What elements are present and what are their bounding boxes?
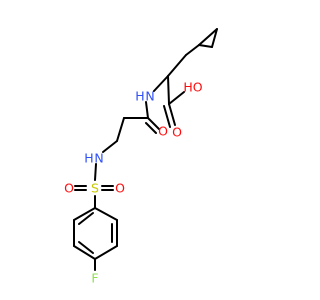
bond-cp-3 — [198, 44, 213, 48]
bond-alpha-n — [153, 75, 169, 92]
atom-label-n-sulfonamide: N — [94, 151, 103, 166]
atom-label-o-sulfonyl-left: O — [64, 181, 74, 196]
bond-ring-1 — [94, 207, 118, 221]
bond-n-carbonyl — [145, 101, 149, 119]
bond-alpha-cooh — [167, 75, 170, 105]
bond-ring-inner-2 — [78, 241, 94, 254]
canvas-background — [0, 0, 300, 300]
bond-alpha-ch2 — [167, 54, 187, 77]
bond-cp-1 — [198, 28, 218, 46]
atom-label-s: S — [91, 181, 99, 196]
bond-amide-o-double-b — [145, 122, 157, 134]
atom-label-o-acid: O — [172, 125, 182, 140]
atom-label-f: F — [91, 271, 98, 286]
bond-c-oh — [168, 91, 185, 105]
bond-ch2-n — [102, 140, 118, 153]
atom-labels: HO O H N O H N S O O F — [64, 80, 203, 286]
bond-n-s — [94, 163, 97, 181]
bond-ring-4 — [73, 245, 96, 260]
bond-cp-2 — [211, 28, 218, 48]
bond-c-o-double-a — [168, 103, 176, 126]
bond-amide-o-double-a — [147, 117, 160, 130]
atom-label-n-amide: N — [145, 89, 154, 104]
bond-ch2-cp — [185, 44, 200, 56]
bond-ring-6 — [73, 207, 96, 221]
bond-ring-3 — [94, 245, 118, 260]
atom-label-o-sulfonyl-right: O — [115, 181, 125, 196]
bond-c-o-double-b — [163, 105, 171, 128]
molecule-structure: HO O H N O H N S O O F — [0, 0, 300, 300]
atom-label-h-amide: H — [135, 89, 144, 104]
atom-label-ho: HO — [183, 80, 202, 95]
bond-ring-inner-3 — [78, 212, 94, 225]
atom-label-o-amide: O — [158, 124, 168, 139]
bonds — [73, 28, 218, 271]
bond-ch2-ch2 — [116, 117, 125, 142]
atom-label-h-sulfonamide: H — [84, 151, 93, 166]
